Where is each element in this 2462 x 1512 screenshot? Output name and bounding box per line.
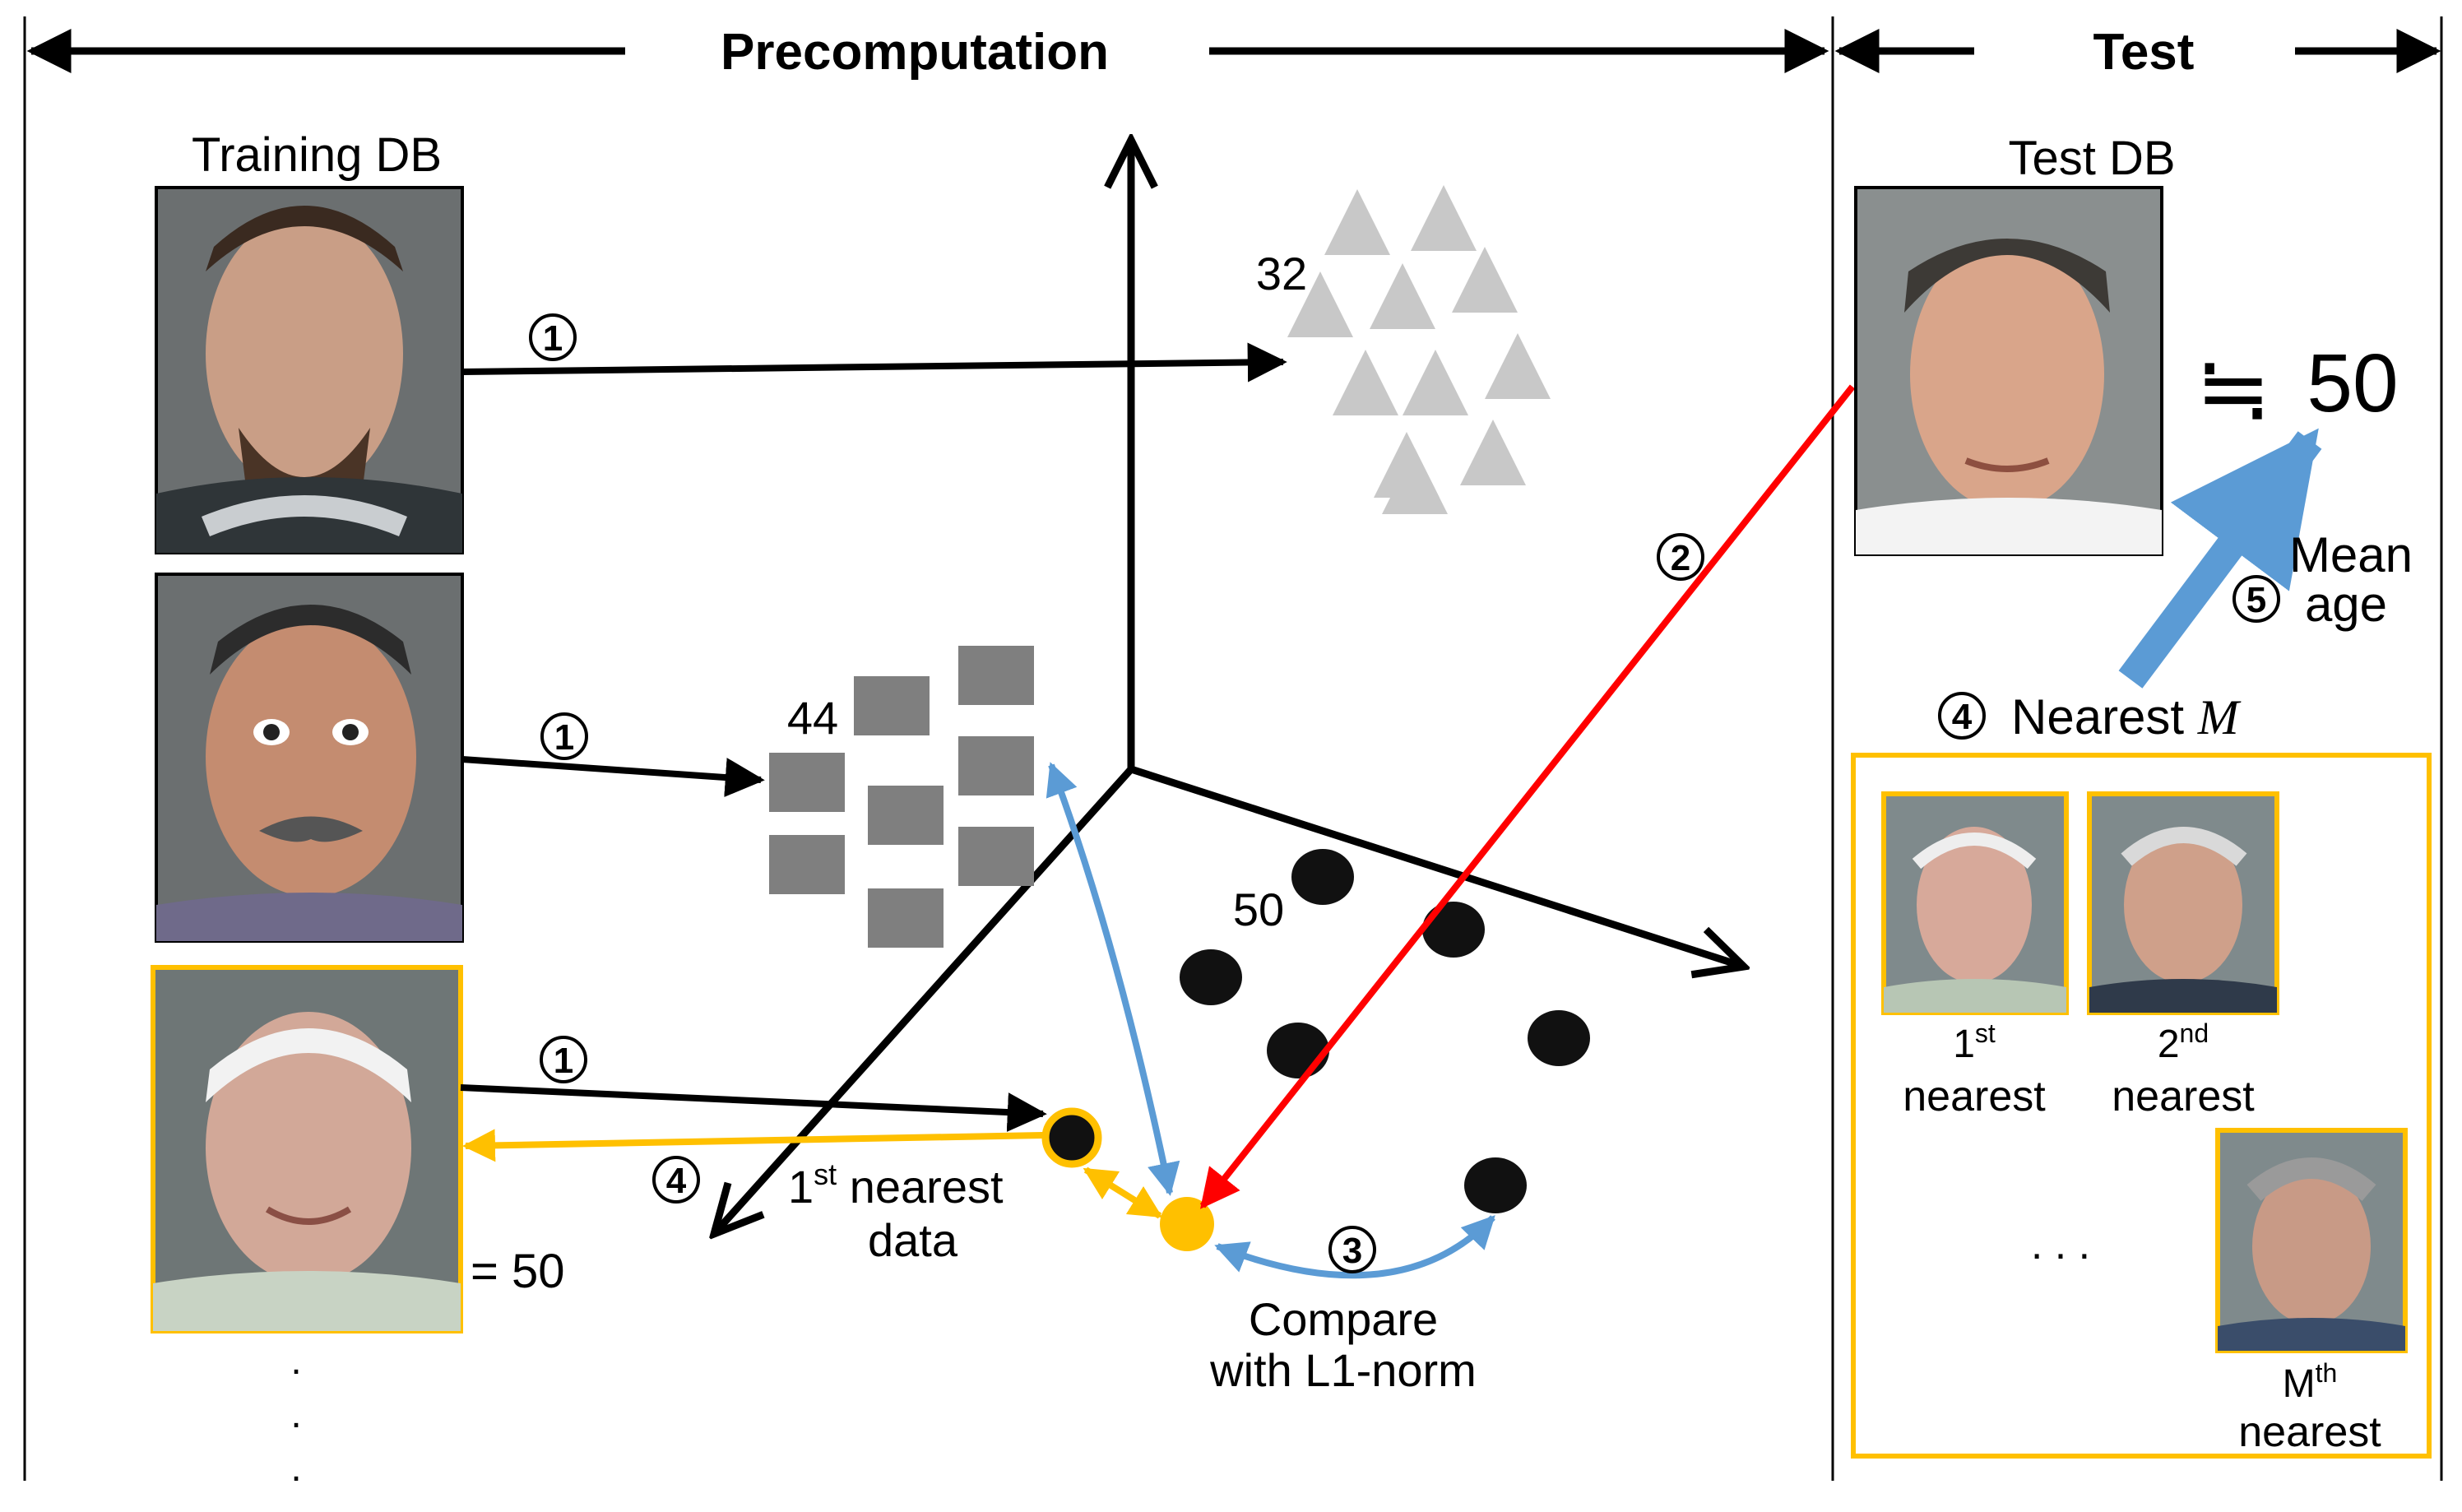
nearest-data-point (1041, 1107, 1102, 1168)
step3-marker: 3 (1328, 1226, 1376, 1273)
training-face-photo-2 (155, 573, 464, 943)
precomputation-label: Precomputation (721, 24, 1109, 81)
compare-label-line2: with L1-norm (1209, 1344, 1477, 1396)
square-point (958, 646, 1034, 705)
square-point (958, 827, 1034, 886)
square-point (958, 736, 1034, 795)
mean-age-label-line1: Mean (2289, 527, 2413, 582)
square-point (868, 888, 944, 948)
svg-text:1: 1 (543, 318, 563, 359)
triangle-point (1403, 350, 1468, 415)
step5-marker: 5 (2232, 575, 2280, 623)
triangle-point (1452, 247, 1518, 313)
training-continuation-dot-1: . (290, 1339, 301, 1383)
second-nearest-label-line2: nearest (2112, 1073, 2255, 1120)
square-point (769, 835, 845, 894)
triangle-point (1333, 350, 1398, 415)
training-continuation-dot-2: . (290, 1393, 301, 1436)
svg-text:1: 1 (554, 717, 574, 758)
circle-point (1422, 902, 1485, 958)
first-nearest-label-line2: nearest (1903, 1073, 2046, 1120)
mth-nearest-label-line2: nearest (2238, 1408, 2381, 1456)
query-point (1160, 1197, 1214, 1251)
step2-marker: 2 (1657, 533, 1704, 581)
training-face-photo-3 (151, 965, 463, 1333)
square-point (868, 786, 944, 845)
nearest-face-photo-2 (2087, 791, 2279, 1015)
svg-text:1: 1 (554, 1041, 573, 1081)
step4-arrow-query-to-nearest (1083, 1166, 1163, 1219)
step1-arrow-circles (460, 1084, 1047, 1133)
training-continuation-dot-3: . (290, 1446, 301, 1490)
step3-arrow-to-circle (1214, 1215, 1495, 1279)
mean-age-label-line2: age (2305, 577, 2387, 632)
estimated-age-value: 50 (2307, 337, 2398, 429)
approx-equal-symbol: ≒ (2195, 338, 2271, 439)
test-label: Test (2093, 24, 2195, 81)
circle-point (1291, 849, 1354, 905)
nearest-m-box (1851, 753, 2432, 1459)
step1-arrow-triangles (461, 342, 1287, 383)
step4-marker: 4 (652, 1156, 700, 1204)
circle-point (1528, 1010, 1590, 1066)
compare-label-line1: Compare (1249, 1293, 1438, 1345)
svg-text:5: 5 (2246, 580, 2266, 620)
nearest-face-photo-m (2215, 1128, 2408, 1353)
step1-marker-a: 1 (529, 313, 577, 361)
training-db-title: Training DB (192, 128, 442, 182)
circle-point (1180, 949, 1242, 1005)
step4-arrow-nearest-to-image (462, 1129, 1044, 1162)
triangle-point (1370, 263, 1435, 329)
square-point (769, 753, 845, 812)
svg-text:3: 3 (1342, 1231, 1362, 1271)
test-face-photo (1854, 186, 2163, 556)
circle-point (1267, 1023, 1329, 1078)
square-cluster (769, 646, 1034, 948)
squares-label: 44 (787, 692, 838, 744)
mth-nearest-label-line1: Mth (2283, 1358, 2338, 1406)
step4-marker-test: 4 (1938, 692, 1986, 740)
nearest-data-label-line1: 1st nearest (788, 1157, 1004, 1213)
axis-right (1129, 765, 1744, 967)
triangle-cluster (1287, 185, 1551, 514)
triangle-point (1411, 185, 1477, 251)
circles-label: 50 (1233, 884, 1284, 935)
step3-arrow-to-squares (1046, 762, 1180, 1196)
triangle-point (1485, 333, 1551, 399)
svg-text:4: 4 (666, 1161, 687, 1201)
triangle-point (1324, 189, 1390, 255)
square-point (854, 676, 930, 735)
triangle-point (1287, 271, 1353, 337)
second-nearest-label-line1: 2nd (2158, 1018, 2209, 1066)
svg-text:2: 2 (1671, 538, 1690, 578)
step5-arrow-mean (2118, 428, 2322, 689)
svg-text:4: 4 (1952, 697, 1973, 737)
test-db-title: Test DB (2008, 132, 2175, 185)
nearest-ellipsis: . . . (2031, 1221, 2090, 1269)
step1-marker-b: 1 (540, 712, 588, 760)
triangles-label: 32 (1256, 248, 1307, 299)
step1-marker-c: 1 (540, 1036, 587, 1083)
step2-arrow-red (1199, 384, 1856, 1209)
nearest-face-photo-1 (1881, 791, 2069, 1015)
first-nearest-label-line1: 1st (1953, 1018, 1996, 1066)
triangle-point (1382, 448, 1448, 514)
nearest-data-label-line2: data (868, 1214, 958, 1266)
training-face-photo-1 (155, 186, 464, 554)
training-equals-label: = 50 (471, 1245, 565, 1298)
step1-arrow-squares (461, 756, 765, 797)
nearest-m-label: Nearest M (2011, 689, 2242, 744)
triangle-point (1460, 420, 1526, 485)
circle-point (1464, 1157, 1527, 1213)
